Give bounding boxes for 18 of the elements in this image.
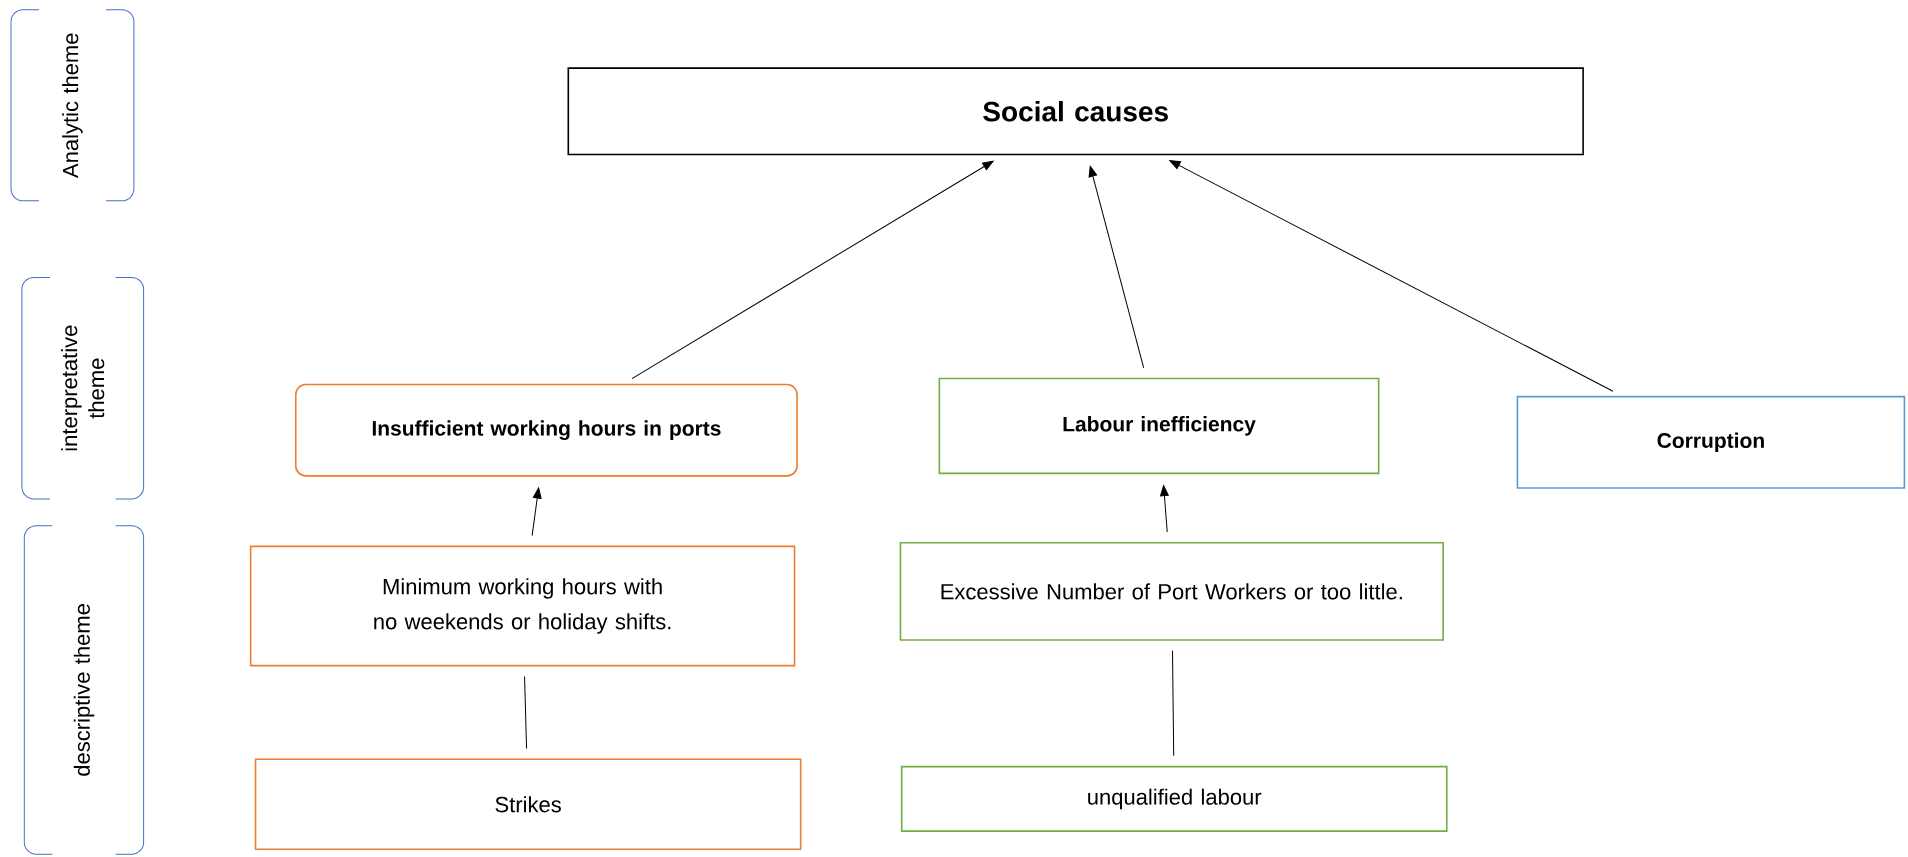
theme-bracket: descriptive theme — [23, 525, 145, 855]
theme-box: Labour inefficiency — [938, 377, 1380, 475]
theme-box: Corruption — [1516, 395, 1906, 489]
theme-bracket: Analytic theme — [10, 9, 135, 202]
arrow — [1169, 160, 1614, 392]
theme-box: Insufficient working hours in ports — [294, 383, 798, 477]
theme-bracket: interpretative theme — [21, 276, 145, 500]
arrow — [1088, 165, 1145, 369]
arrow — [631, 160, 994, 380]
connector-line — [1172, 650, 1175, 757]
theme-box: Excessive Number of Port Workers or too little. — [899, 541, 1444, 641]
arrow — [531, 487, 542, 537]
theme-box: Strikes — [254, 758, 802, 851]
theme-box: Minimum working hours with no weekends or holiday shifts. — [249, 545, 796, 667]
connector-line — [524, 675, 528, 749]
arrow — [1160, 485, 1169, 533]
title-box: Social causes — [567, 67, 1584, 156]
theme-box: unqualified labour — [900, 765, 1448, 832]
